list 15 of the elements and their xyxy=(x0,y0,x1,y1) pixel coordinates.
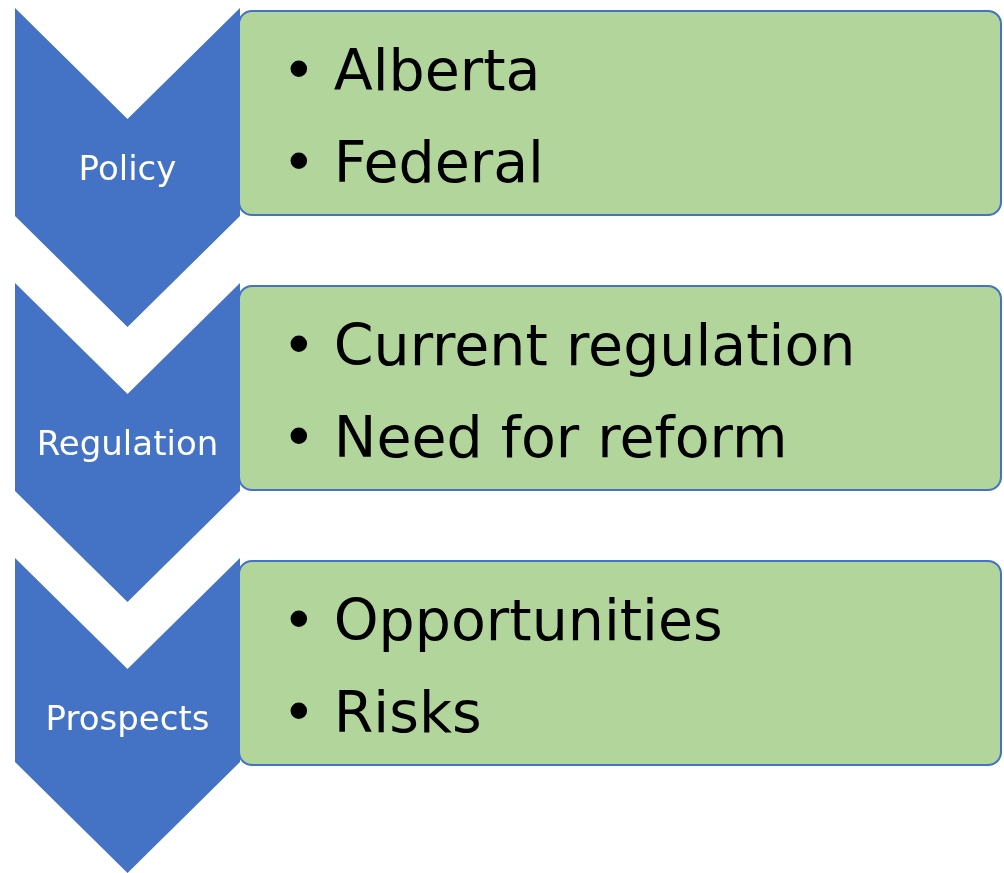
bullet-item: • Current regulation xyxy=(282,311,856,380)
bullet-item: • Risks xyxy=(282,678,483,747)
bullet-item: • Alberta xyxy=(282,36,542,105)
bullet-item: • Need for reform xyxy=(282,403,789,472)
step-label: Prospects xyxy=(44,698,211,738)
step-shape xyxy=(15,283,240,602)
content-box xyxy=(238,10,1002,216)
step-label: Regulation xyxy=(35,423,220,463)
step-shape xyxy=(15,8,240,327)
bullet-item: • Opportunities xyxy=(282,586,723,655)
step-label: Policy xyxy=(77,148,178,188)
content-box xyxy=(238,285,1002,491)
step-shape xyxy=(15,558,240,873)
bullet-item: • Federal xyxy=(282,128,544,197)
content-box xyxy=(238,560,1002,766)
